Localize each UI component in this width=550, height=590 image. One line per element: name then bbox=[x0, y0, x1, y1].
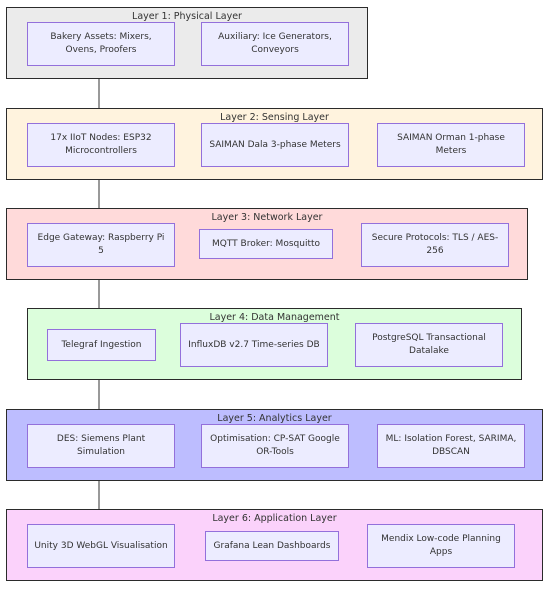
layer-4-data-management: Layer 4: Data Management Telegraf Ingest… bbox=[27, 308, 522, 380]
layer-title: Layer 2: Sensing Layer bbox=[220, 112, 329, 123]
node-influxdb: InfluxDB v2.7 Time-series DB bbox=[180, 323, 328, 367]
layer-5-analytics: Layer 5: Analytics Layer DES: Siemens Pl… bbox=[6, 409, 543, 481]
node-mqtt-broker: MQTT Broker: Mosquitto bbox=[199, 229, 333, 259]
node-unity: Unity 3D WebGL Visualisation bbox=[27, 524, 175, 568]
node-auxiliary: Auxiliary: Ice Generators, Conveyors bbox=[201, 22, 349, 66]
node-iiot-nodes: 17x IIoT Nodes: ESP32 Microcontrollers bbox=[27, 123, 175, 167]
node-bakery-assets: Bakery Assets: Mixers, Ovens, Proofers bbox=[27, 22, 175, 66]
node-grafana: Grafana Lean Dashboards bbox=[205, 531, 339, 561]
layer-title: Layer 4: Data Management bbox=[209, 312, 340, 323]
layer-title: Layer 6: Application Layer bbox=[212, 513, 337, 524]
layer-2-sensing: Layer 2: Sensing Layer 17x IIoT Nodes: E… bbox=[6, 108, 543, 180]
node-secure-protocols: Secure Protocols: TLS / AES-256 bbox=[361, 223, 509, 267]
layer-title: Layer 5: Analytics Layer bbox=[217, 413, 332, 424]
layer-3-network: Layer 3: Network Layer Edge Gateway: Ras… bbox=[6, 208, 528, 280]
node-telegraf: Telegraf Ingestion bbox=[47, 329, 156, 361]
layer-title: Layer 3: Network Layer bbox=[211, 212, 323, 223]
node-des: DES: Siemens Plant Simulation bbox=[27, 424, 175, 468]
node-optimisation: Optimisation: CP-SAT Google OR-Tools bbox=[201, 424, 349, 468]
layer-1-physical: Layer 1: Physical Layer Bakery Assets: M… bbox=[6, 7, 368, 79]
node-postgresql: PostgreSQL Transactional Datalake bbox=[355, 323, 503, 367]
layer-title: Layer 1: Physical Layer bbox=[132, 11, 242, 22]
node-ml: ML: Isolation Forest, SARIMA, DBSCAN bbox=[377, 424, 525, 468]
node-mendix: Mendix Low-code Planning Apps bbox=[367, 524, 515, 568]
node-saiman-orman: SAIMAN Orman 1-phase Meters bbox=[377, 123, 525, 167]
node-saiman-dala: SAIMAN Dala 3-phase Meters bbox=[201, 123, 349, 167]
node-edge-gateway: Edge Gateway: Raspberry Pi 5 bbox=[27, 223, 175, 267]
layer-6-application: Layer 6: Application Layer Unity 3D WebG… bbox=[6, 509, 543, 581]
